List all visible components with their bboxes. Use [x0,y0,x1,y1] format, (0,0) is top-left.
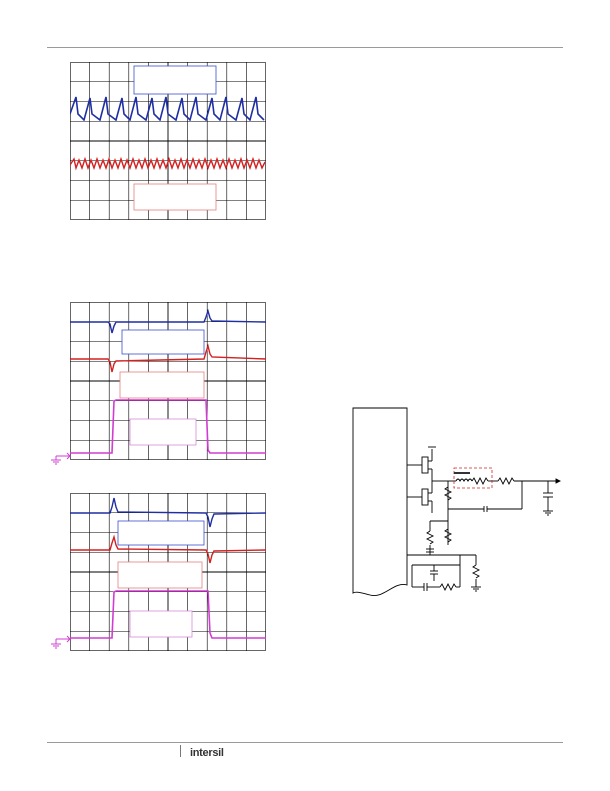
oscilloscope-plot-1 [70,62,266,220]
label-box-blue [133,65,217,95]
header-rule [47,47,563,48]
label-box-red [117,561,203,589]
label-box-magenta [129,418,197,446]
label-box-red [119,371,205,399]
ground-icon [51,635,72,649]
ic-block [352,407,408,597]
resistor-6 [439,582,457,592]
resistor-2 [497,476,515,486]
trace-red-ripple [70,156,266,171]
inductor [455,478,473,483]
trace-red-transient [70,343,266,373]
ground-icon [51,452,72,465]
resistor-4 [443,528,453,543]
resistor-3 [443,486,453,501]
resistor-7 [471,564,481,579]
trace-magenta-step [70,399,266,454]
footer-rule [47,742,563,743]
trace-blue-transient [70,308,266,334]
label-box-magenta [129,610,193,638]
trace-magenta-step [70,590,266,639]
label-box-blue [121,329,205,355]
oscilloscope-plot-3 [70,493,266,651]
label-box-blue [117,520,205,546]
trace-blue-sawtooth [70,96,265,122]
trace-blue-transient [70,497,266,528]
mosfet-low [421,488,429,506]
circuit-schematic [350,405,565,610]
resistor-1 [471,476,489,486]
inductor-highlight [453,467,493,489]
label-box-red [133,183,217,211]
trace-red-transient [70,534,266,564]
mosfet-high [421,456,429,474]
intersil-logo: intersil [190,747,224,759]
oscilloscope-plot-2 [70,302,266,460]
resistor-5 [425,530,435,545]
footer-divider [180,745,181,757]
